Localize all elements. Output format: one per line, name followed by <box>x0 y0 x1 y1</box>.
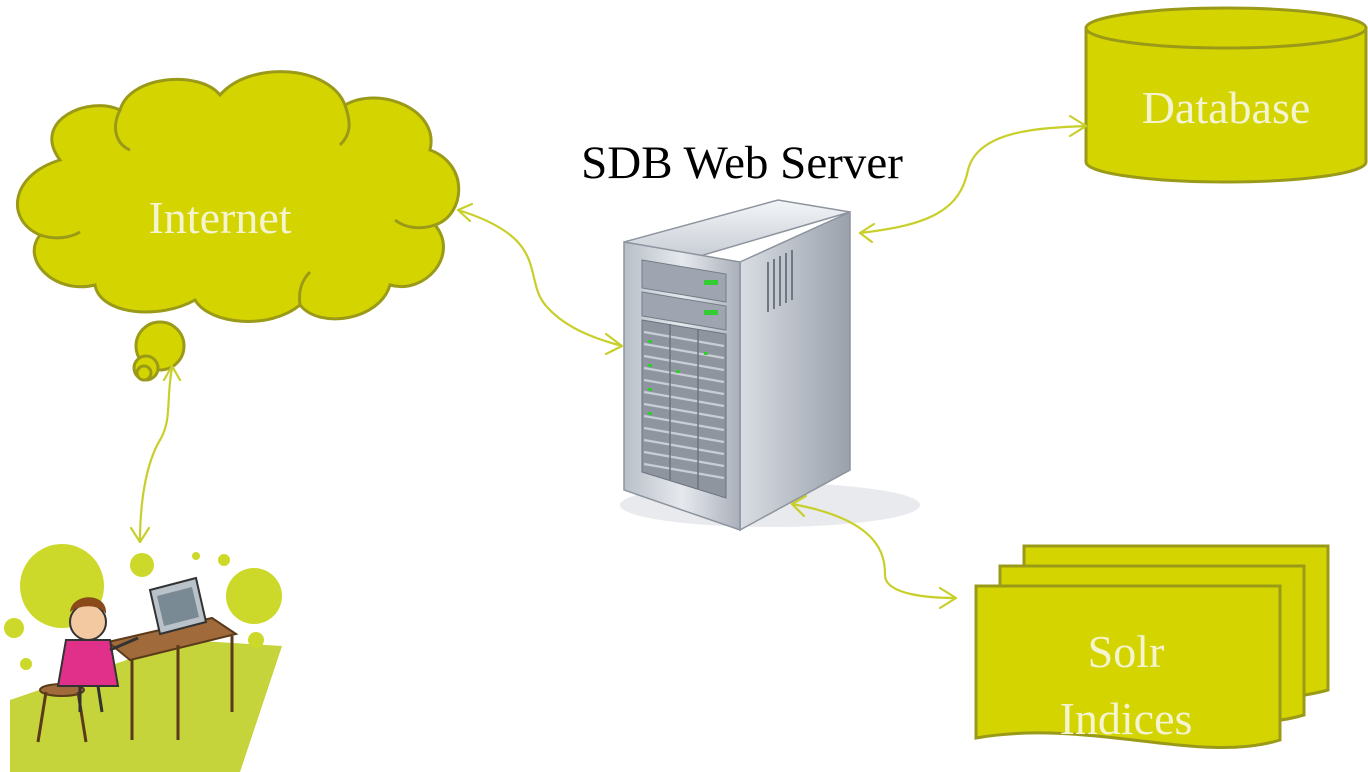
solr-label-line2: Indices <box>1060 693 1193 744</box>
solr-label-line1: Solr <box>1088 626 1165 677</box>
connector-server-solr <box>790 502 958 600</box>
arrowhead-internet-end <box>456 202 474 223</box>
arrowhead-user-end <box>129 526 151 544</box>
database-cylinder <box>1084 6 1368 184</box>
arrowhead-solr-end <box>938 586 958 610</box>
connector-server-database <box>858 124 1088 235</box>
user-at-computer-icon <box>4 544 282 772</box>
internet-label: Internet <box>148 192 291 243</box>
connector-internet-server <box>456 208 624 348</box>
arrowhead-database-end <box>1068 114 1088 138</box>
internet-cloud <box>15 70 461 382</box>
connector-internet-user <box>138 366 174 544</box>
arrowhead-server-end-top <box>858 222 876 244</box>
arrowhead-server-end-bottom <box>790 494 808 518</box>
arrowhead-internet-bubble-end <box>162 364 182 382</box>
connectors <box>129 114 1088 610</box>
server-tower-icon <box>620 199 920 532</box>
arrowhead-server-end-left <box>604 332 624 356</box>
solr-indices-stack <box>974 544 1330 750</box>
server-title: SDB Web Server <box>581 137 903 189</box>
database-label: Database <box>1142 82 1311 133</box>
